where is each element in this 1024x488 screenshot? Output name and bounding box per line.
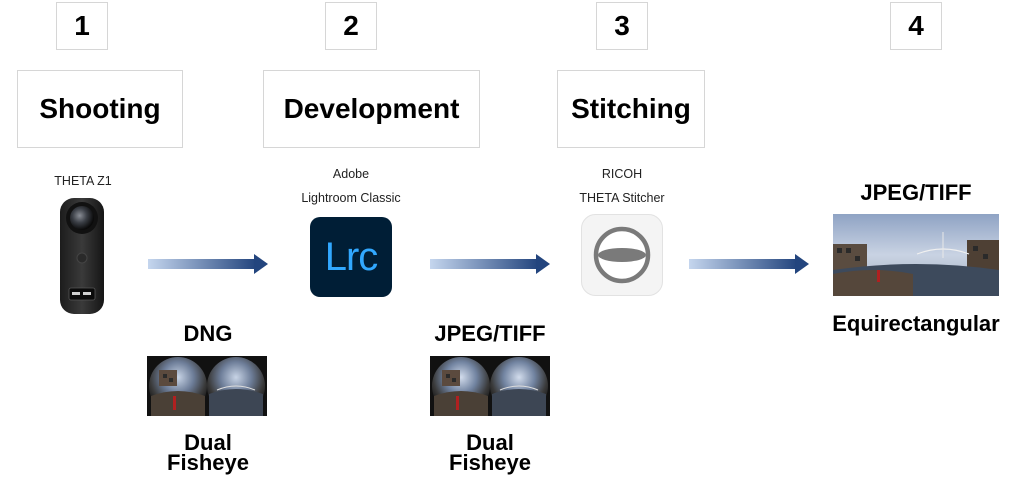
step-number-1: 1 [56, 2, 108, 50]
camera-icon [60, 198, 104, 314]
arrow-1-icon [148, 254, 268, 274]
dng-dual-fisheye-image [147, 356, 267, 416]
theta-stitcher-icon [581, 214, 663, 296]
step-number-2: 2 [325, 2, 377, 50]
jpeg-fisheye-type-line2: Fisheye [449, 450, 531, 475]
final-format-label: JPEG/TIFF [860, 180, 972, 205]
jpeg-fisheye-format-label: JPEG/TIFF [434, 321, 546, 346]
stage-shooting: Shooting [17, 70, 183, 148]
dng-format-label: DNG [183, 321, 233, 346]
stage-development: Development [263, 70, 480, 148]
step-number-4: 4 [890, 2, 942, 50]
final-type-label: Equirectangular [832, 311, 1000, 336]
arrow-2-icon [430, 254, 550, 274]
equirectangular-image [833, 214, 999, 296]
stage-stitching: Stitching [557, 70, 705, 148]
lightroom-label-line2: Lightroom Classic [301, 191, 401, 205]
lightroom-logo-text: Lrc [324, 234, 379, 279]
jpeg-fisheye-type-line1: Dual [466, 430, 514, 455]
dng-type-line2: Fisheye [167, 450, 249, 475]
camera-label: THETA Z1 [54, 174, 112, 188]
lightroom-label-line1: Adobe [332, 167, 370, 181]
stitcher-label-line1: RICOH [601, 167, 643, 181]
lightroom-logo-icon: Lrc [310, 217, 392, 297]
step-number-3: 3 [596, 2, 648, 50]
dng-type-line1: Dual [184, 430, 232, 455]
jpeg-dual-fisheye-image [430, 356, 550, 416]
stitcher-label-line2: THETA Stitcher [579, 191, 665, 205]
arrow-3-icon [689, 254, 809, 274]
